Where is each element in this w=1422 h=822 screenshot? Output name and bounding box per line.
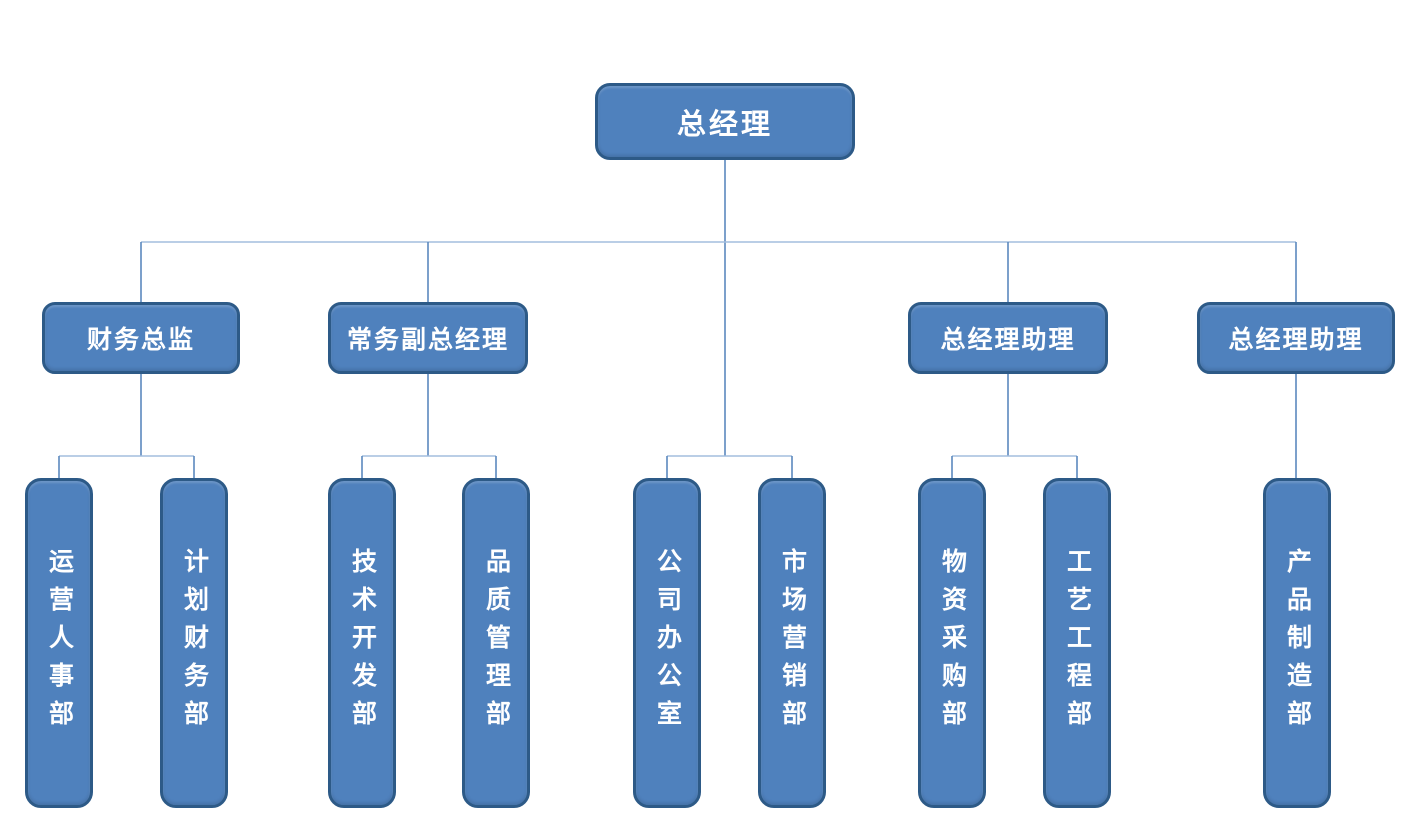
node-label: 总经理 [676,108,773,141]
node-label: 工艺工程部 [1063,548,1091,738]
node-dept-marketing: 市场营销部 [758,478,826,808]
node-label: 总经理助理 [1228,327,1364,354]
node-dept-quality-management: 品质管理部 [462,478,530,808]
node-dept-company-office: 公司办公室 [633,478,701,808]
node-dept-process-engineering: 工艺工程部 [1043,478,1111,808]
node-label: 公司办公室 [653,548,681,738]
node-executive-deputy-general-manager: 常务副总经理 [328,302,528,374]
node-label: 财务总监 [86,327,195,354]
node-gm-assistant-2: 总经理助理 [1197,302,1395,374]
node-label: 常务副总经理 [346,327,509,354]
node-dept-product-manufacturing: 产品制造部 [1263,478,1331,808]
node-dept-tech-development: 技术开发部 [328,478,396,808]
node-label: 市场营销部 [778,548,806,738]
node-dept-operations-hr: 运营人事部 [25,478,93,808]
node-label: 运营人事部 [45,548,73,738]
node-label: 总经理助理 [940,327,1076,354]
node-finance-director: 财务总监 [42,302,240,374]
node-label: 计划财务部 [180,548,208,738]
node-general-manager: 总经理 [595,83,855,160]
node-gm-assistant-1: 总经理助理 [908,302,1108,374]
node-label: 品质管理部 [482,548,510,738]
node-label: 产品制造部 [1283,548,1311,738]
node-label: 物资采购部 [938,548,966,738]
node-label: 技术开发部 [348,548,376,738]
node-dept-material-procurement: 物资采购部 [918,478,986,808]
node-dept-planning-finance: 计划财务部 [160,478,228,808]
